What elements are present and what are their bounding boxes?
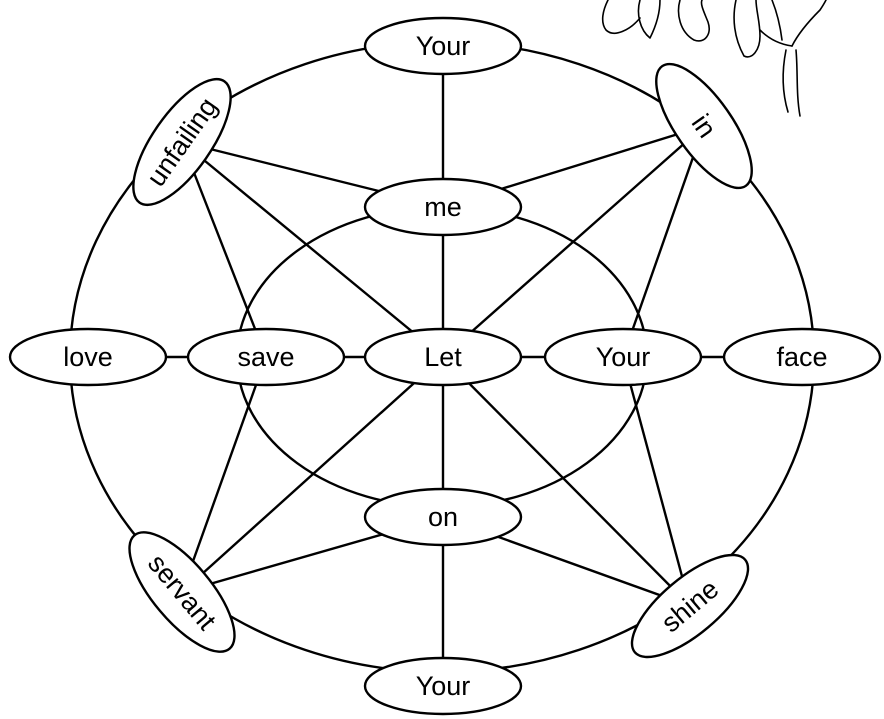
node-bottom-oval [363, 656, 523, 716]
node-upper-label: me [424, 192, 462, 222]
node-top-right: in [655, 62, 753, 190]
node-top: Your [363, 16, 523, 76]
flower-sketch-icon [601, 0, 827, 117]
node-far-left-oval [8, 327, 168, 387]
node-bottom: Your [363, 656, 523, 716]
edge-top-left-to-left [180, 141, 268, 358]
node-top-oval [363, 16, 523, 76]
node-lower-label: on [428, 502, 458, 532]
node-left-label: save [237, 342, 294, 372]
edge-bottom-left-to-center [181, 356, 444, 593]
node-far-right: face [722, 327, 882, 387]
node-lower-oval [363, 487, 523, 547]
node-right-oval [543, 327, 703, 387]
node-bottom-label: Your [416, 671, 471, 701]
node-center-label: Let [424, 342, 462, 372]
node-left-oval [186, 327, 346, 387]
node-right: Your [543, 327, 703, 387]
node-far-left: love [8, 327, 168, 387]
node-left: save [186, 327, 346, 387]
node-center-oval [363, 327, 523, 387]
node-top-left: unfailing [132, 77, 232, 207]
edge-bottom-right-to-center [442, 356, 691, 607]
edge-bottom-right-to-right [621, 356, 692, 607]
node-upper-oval [363, 177, 523, 237]
node-bottom-left-oval [128, 531, 236, 653]
node-top-right-oval [655, 62, 753, 190]
edge-top-right-to-center [442, 125, 705, 358]
node-lower: on [363, 487, 523, 547]
node-far-right-label: face [776, 342, 827, 372]
edge-top-right-to-right [621, 125, 706, 358]
edge-bottom-left-to-left [180, 356, 268, 593]
node-right-label: Your [596, 342, 651, 372]
node-top-left-oval [132, 77, 232, 207]
node-far-right-oval [722, 327, 882, 387]
node-center: Let [363, 327, 523, 387]
node-top-label: Your [416, 31, 471, 61]
node-upper: me [363, 177, 523, 237]
node-bottom-left: servant [128, 531, 236, 653]
node-far-left-label: love [63, 342, 113, 372]
node-bottom-right: shine [630, 553, 750, 659]
node-bottom-right-oval [630, 553, 750, 659]
edge-top-left-to-center [181, 141, 444, 358]
